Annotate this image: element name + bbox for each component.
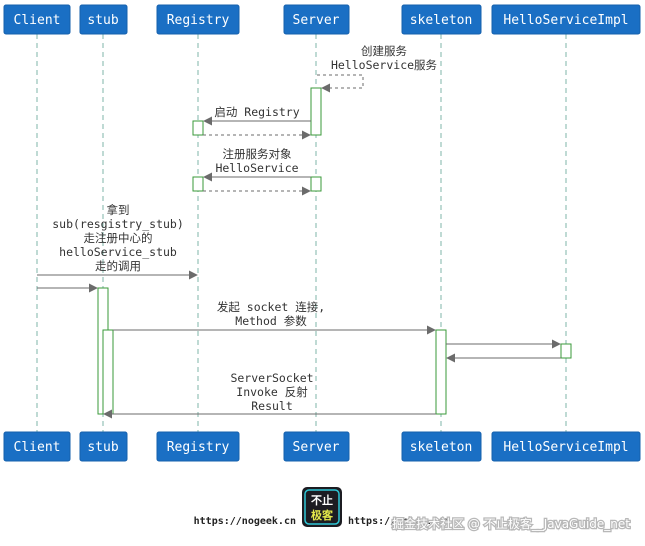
message-1-arrow (317, 74, 364, 93)
participant-stub-label: stub (87, 13, 118, 28)
activation-server-1 (310, 87, 322, 136)
participant-server-label-bottom: Server (293, 440, 340, 455)
message-4-line-5: 走的调用 (95, 259, 141, 273)
message-4-line-3: 走注册中心的 (84, 231, 153, 245)
participant-skeleton-label-bottom: skeleton (410, 440, 473, 455)
participant-registry-top: Registry (156, 4, 240, 35)
message-1-line-1: 创建服务 (361, 44, 407, 58)
participant-client-label-bottom: Client (14, 440, 61, 455)
message-4-line-4: helloService_stub (59, 245, 177, 259)
logo-text-bottom: 极客 (311, 508, 334, 522)
participant-skeleton-label: skeleton (410, 13, 473, 28)
participant-stub-bottom: stub (79, 431, 128, 462)
message-5-line-1: 发起 socket 连接, (217, 300, 325, 314)
participant-stub-top: stub (79, 4, 128, 35)
participant-registry-label: Registry (167, 13, 230, 28)
message-3-line-2: HelloService (215, 161, 298, 175)
message-6-line-2: Invoke 反射 (236, 385, 308, 399)
watermark: 掘金技术社区 @ 不止极客__JavaGuide_net (392, 516, 630, 531)
message-2-line-1: 启动 Registry (214, 105, 299, 119)
message-6-line-1: ServerSocket (230, 371, 313, 385)
participant-server-bottom: Server (283, 431, 350, 462)
footer-left-url: https://nogeek.cn (194, 516, 296, 527)
activation-registry-1 (192, 120, 204, 136)
activation-stub-inner (102, 329, 114, 415)
participant-registry-label-bottom: Registry (167, 440, 230, 455)
message-5-line-2: Method 参数 (235, 314, 307, 328)
message-4-line-2: sub(resgistry_stub) (52, 217, 184, 231)
participant-client-label: Client (14, 13, 61, 28)
participant-helloserviceimpl-label-bottom: HelloServiceImpl (503, 440, 628, 455)
activation-skeleton (435, 329, 447, 415)
participant-registry-bottom: Registry (156, 431, 240, 462)
message-1-line-2: HelloService服务 (331, 58, 438, 72)
participant-skeleton-top: skeleton (401, 4, 482, 35)
message-3-line-1: 注册服务对象 (223, 147, 292, 161)
participant-skeleton-bottom: skeleton (401, 431, 482, 462)
participant-helloserviceimpl-bottom: HelloServiceImpl (491, 431, 641, 462)
participant-server-label: Server (293, 13, 340, 28)
logo-text-top: 不止 (311, 493, 333, 507)
brand-logo: 不止 极客 (302, 487, 342, 527)
participant-stub-label-bottom: stub (87, 440, 118, 455)
participant-client-bottom: Client (3, 431, 71, 462)
activation-server-2 (310, 176, 322, 192)
participant-helloserviceimpl-label: HelloServiceImpl (503, 13, 628, 28)
footer-right-url: https://unlcs.com (348, 516, 450, 527)
activation-registry-2 (192, 176, 204, 192)
message-6-line-3: Result (251, 399, 293, 413)
participant-client-top: Client (3, 4, 71, 35)
participant-server-top: Server (283, 4, 350, 35)
message-4-line-1: 拿到 (107, 203, 130, 217)
activation-helloserviceimpl (560, 343, 572, 359)
participant-helloserviceimpl-top: HelloServiceImpl (491, 4, 641, 35)
